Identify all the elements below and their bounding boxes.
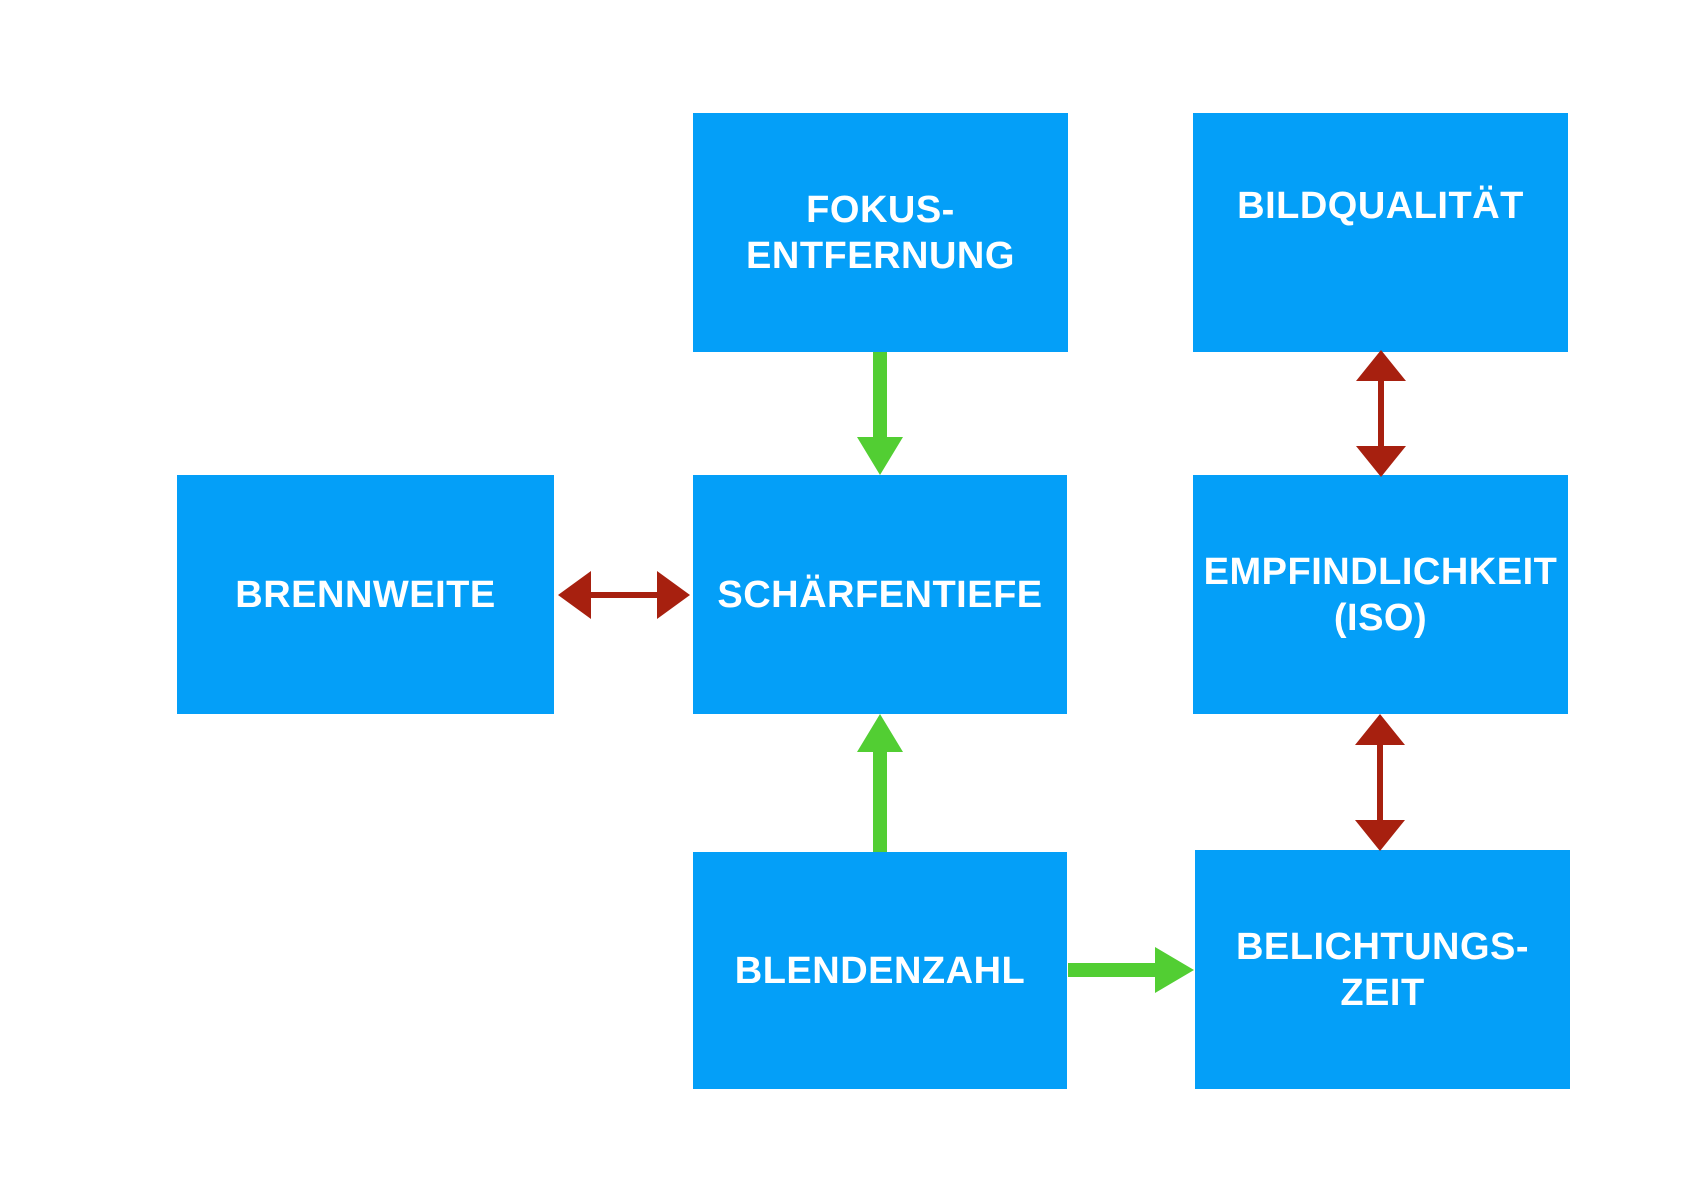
box-label-line: BILDQUALITÄT: [1237, 184, 1524, 227]
box-label-line: EMPFINDLICHKEIT: [1203, 550, 1558, 593]
green-down-arrow-icon: [857, 352, 903, 475]
arrow-brennweite-schaerfentiefe-double-icon: [558, 571, 690, 619]
box-label-line: ENTFERNUNG: [746, 234, 1015, 277]
box-label-line: BELICHTUNGS-: [1235, 925, 1530, 968]
green-up-arrow-icon: [857, 714, 903, 852]
arrow-blendenzahl-to-belichtungszeit-right-icon: [1068, 947, 1194, 993]
arrow-empfindlichkeit-belichtungszeit-double-icon: [1355, 714, 1405, 851]
box-fokus-entfernung: FOKUS- ENTFERNUNG: [693, 113, 1068, 352]
box-schaerfentiefe: SCHÄRFENTIEFE: [693, 475, 1067, 714]
box-label-line: (ISO): [1333, 596, 1428, 639]
arrow-bildqualitaet-empfindlichkeit-double-icon: [1356, 350, 1406, 477]
box-bildqualitaet: BILDQUALITÄT: [1193, 113, 1568, 352]
box-label-line: ZEIT: [1340, 971, 1425, 1014]
box-label-line: BLENDENZAHL: [734, 949, 1026, 992]
box-empfindlichkeit-iso: EMPFINDLICHKEIT (ISO): [1193, 475, 1568, 714]
box-label-line: FOKUS-: [806, 188, 955, 231]
box-blendenzahl: BLENDENZAHL: [693, 852, 1067, 1089]
arrow-blendenzahl-to-schaerfentiefe-up-icon: [857, 714, 903, 852]
box-belichtungszeit: BELICHTUNGS- ZEIT: [1195, 850, 1570, 1089]
box-label-line: SCHÄRFENTIEFE: [717, 573, 1043, 616]
red-vertical-double-arrow-icon: [1356, 350, 1406, 477]
red-horizontal-double-arrow-icon: [558, 571, 690, 619]
green-right-arrow-icon: [1068, 947, 1194, 993]
box-label-line: BRENNWEITE: [235, 573, 496, 616]
red-vertical-double-arrow-icon: [1355, 714, 1405, 851]
arrow-fokus-to-schaerfentiefe-down-icon: [857, 352, 903, 475]
box-brennweite: BRENNWEITE: [177, 475, 554, 714]
